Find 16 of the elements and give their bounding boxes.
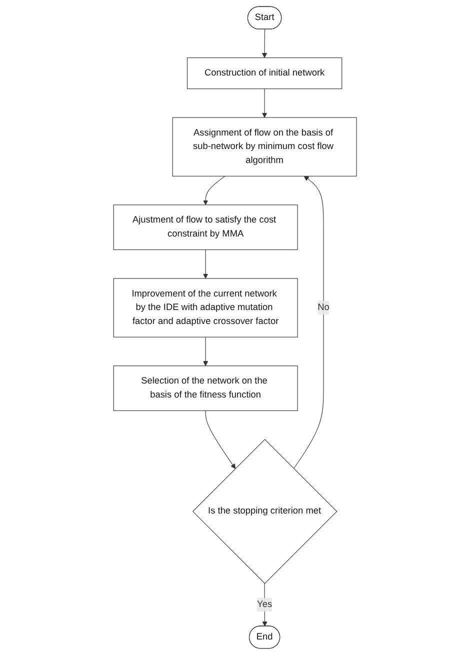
node-box: Selection of the network on the basis of the fitness function	[113, 366, 298, 411]
edge-label: No	[318, 302, 330, 312]
node-box: Construction of initial network	[186, 57, 342, 90]
arrow	[202, 249, 208, 279]
arrow	[202, 176, 226, 206]
node-diamond: Is the stopping criterion met	[192, 439, 338, 584]
node-box: Improvement of the current network by the IDE with adaptive mutation factor and adaptive crossover factor	[113, 278, 298, 338]
arrow	[262, 88, 267, 118]
edge-label: Yes	[256, 600, 272, 610]
arrow	[202, 336, 208, 366]
arrow	[262, 583, 268, 626]
arrow	[262, 29, 267, 58]
node-box: Assignment of flow on the basis of sub-network by minimum cost flow algorithm	[172, 117, 357, 176]
arrow	[205, 410, 236, 469]
node-box: Ajustment of flow to satisfy the cost constraint by MMA	[113, 204, 298, 250]
arrow	[293, 176, 324, 469]
